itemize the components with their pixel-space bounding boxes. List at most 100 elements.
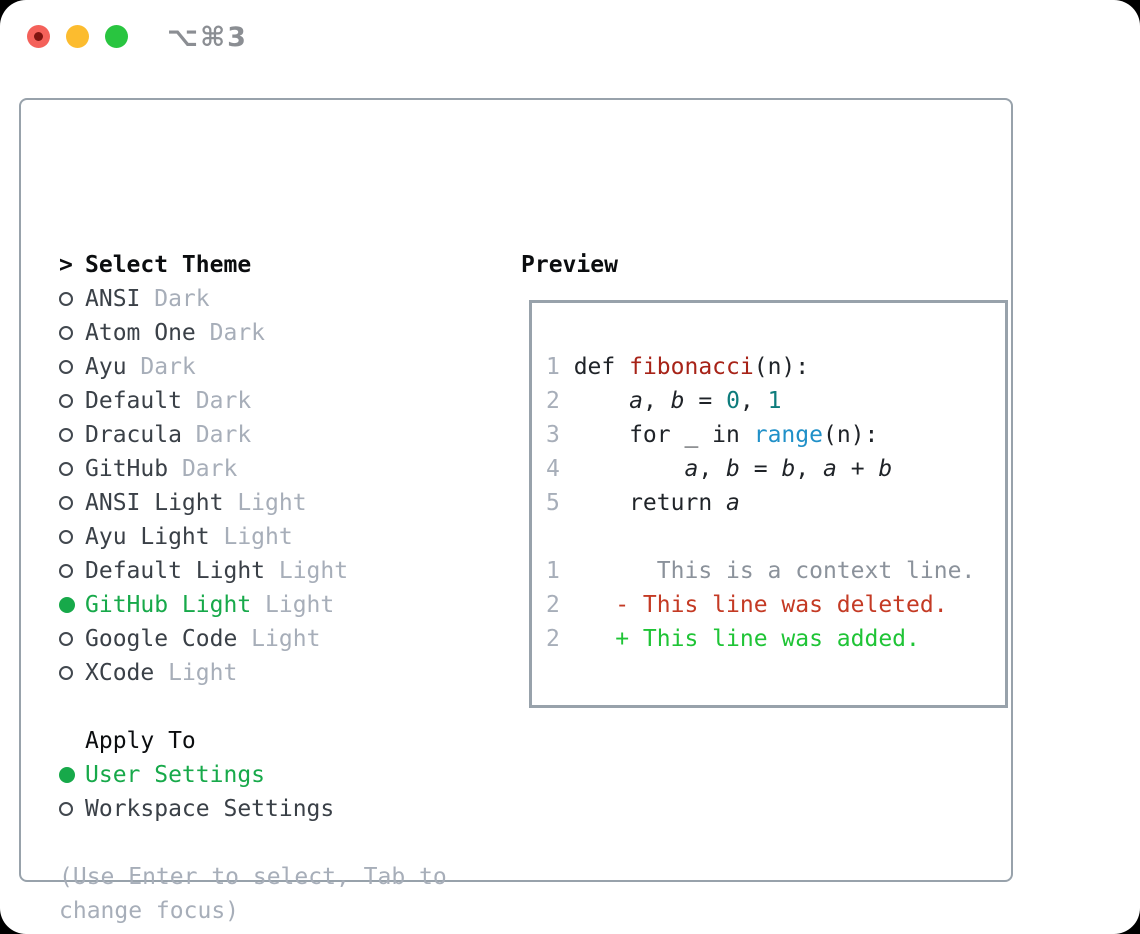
theme-option-atom-one[interactable]: Atom One Dark bbox=[59, 316, 447, 350]
code-line: 2 a, b = 0, 1 bbox=[546, 384, 975, 418]
radio-unselected-icon bbox=[59, 564, 85, 578]
line-number: 2 bbox=[546, 388, 560, 414]
radio-unselected-icon bbox=[59, 360, 85, 374]
theme-variant-tag: Light bbox=[209, 524, 293, 550]
code-token-plain bbox=[560, 456, 685, 482]
code-line bbox=[546, 316, 975, 350]
theme-option-ayu-light[interactable]: Ayu Light Light bbox=[59, 520, 447, 554]
select-theme-title: Select Theme bbox=[85, 252, 252, 278]
code-token-plain bbox=[560, 626, 615, 652]
apply-to-header: Apply To bbox=[59, 724, 447, 758]
code-token-plain: for _ in bbox=[559, 422, 754, 448]
option-label: ANSI bbox=[85, 286, 141, 312]
code-token-deleted: - This line was deleted. bbox=[615, 592, 948, 618]
help-text-line-2: change focus) bbox=[59, 898, 240, 924]
spacer bbox=[59, 826, 447, 860]
line-number: 1 bbox=[546, 558, 560, 584]
theme-variant-tag: Dark bbox=[181, 422, 252, 448]
option-label: GitHub Light bbox=[85, 592, 252, 618]
help-text-line-1: (Use Enter to select, Tab to bbox=[59, 864, 447, 890]
code-token-var: a bbox=[629, 388, 643, 414]
radio-unselected-icon bbox=[59, 632, 85, 646]
code-line: 1 def fibonacci(n): bbox=[546, 350, 975, 384]
close-button[interactable] bbox=[27, 25, 50, 48]
code-token-numlit: 0 bbox=[726, 388, 740, 414]
theme-variant-tag: Light bbox=[265, 558, 349, 584]
theme-option-github-light[interactable]: GitHub Light Light bbox=[59, 588, 447, 622]
theme-variant-tag: Dark bbox=[126, 354, 196, 380]
apply-to-title: Apply To bbox=[85, 728, 196, 754]
code-token-plain: = bbox=[739, 456, 782, 482]
code-line: 2 + This line was added. bbox=[546, 622, 975, 656]
code-token-var: b bbox=[878, 456, 893, 482]
option-label: XCode bbox=[85, 660, 155, 686]
code-token-numlit: 1 bbox=[767, 388, 782, 414]
outline-circle-icon bbox=[59, 632, 73, 646]
code-line: 3 for _ in range(n): bbox=[546, 418, 975, 452]
code-token-added: + This line was added. bbox=[615, 626, 920, 652]
code-token-var: b bbox=[726, 456, 740, 482]
code-token-var: a bbox=[684, 456, 699, 482]
line-number: 1 bbox=[546, 354, 560, 380]
zoom-button[interactable] bbox=[105, 25, 128, 48]
theme-option-default[interactable]: Default Dark bbox=[59, 384, 447, 418]
code-token-var: b bbox=[781, 456, 796, 482]
outline-circle-icon bbox=[59, 394, 73, 408]
radio-unselected-icon bbox=[59, 462, 85, 476]
prompt-icon: > bbox=[59, 252, 73, 278]
code-line: 2 - This line was deleted. bbox=[546, 588, 975, 622]
option-label: Default bbox=[85, 388, 182, 414]
option-label: ANSI Light bbox=[85, 490, 224, 516]
code-line bbox=[546, 520, 975, 554]
radio-unselected-icon bbox=[59, 496, 85, 510]
theme-variant-tag: Light bbox=[223, 490, 307, 516]
option-label: Atom One bbox=[85, 320, 196, 346]
radio-unselected-icon bbox=[59, 394, 85, 408]
theme-option-github[interactable]: GitHub Dark bbox=[59, 452, 447, 486]
theme-variant-tag: Dark bbox=[195, 320, 266, 346]
apply-option-user-settings[interactable]: User Settings bbox=[59, 758, 447, 792]
option-label: Google Code bbox=[85, 626, 238, 652]
theme-option-ansi-light[interactable]: ANSI Light Light bbox=[59, 486, 447, 520]
radio-unselected-icon bbox=[59, 326, 85, 340]
code-token-func: fibonacci bbox=[629, 354, 754, 380]
code-token-plain bbox=[560, 388, 629, 414]
theme-option-default-light[interactable]: Default Light Light bbox=[59, 554, 447, 588]
minimize-button[interactable] bbox=[66, 25, 89, 48]
option-label: Ayu Light bbox=[85, 524, 210, 550]
outline-circle-icon bbox=[59, 462, 73, 476]
theme-variant-tag: Dark bbox=[140, 286, 210, 312]
radio-unselected-icon bbox=[59, 530, 85, 544]
theme-option-dracula[interactable]: Dracula Dark bbox=[59, 418, 447, 452]
code-token-plain: return bbox=[559, 490, 727, 516]
code-token-plain bbox=[560, 592, 615, 618]
theme-variant-tag: Light bbox=[251, 592, 335, 618]
theme-option-ansi[interactable]: ANSI Dark bbox=[59, 282, 447, 316]
outline-circle-icon bbox=[59, 802, 73, 816]
outline-circle-icon bbox=[59, 666, 73, 680]
radio-selected-icon bbox=[59, 597, 85, 613]
outline-circle-icon bbox=[59, 326, 73, 340]
radio-unselected-icon bbox=[59, 666, 85, 680]
theme-option-ayu[interactable]: Ayu Dark bbox=[59, 350, 447, 384]
apply-option-workspace-settings[interactable]: Workspace Settings bbox=[59, 792, 447, 826]
theme-option-google-code[interactable]: Google Code Light bbox=[59, 622, 447, 656]
spacer bbox=[59, 690, 447, 724]
code-token-plain: , bbox=[698, 456, 727, 482]
radio-unselected-icon bbox=[59, 428, 85, 442]
option-label: Workspace Settings bbox=[85, 796, 335, 822]
theme-option-xcode[interactable]: XCode Light bbox=[59, 656, 447, 690]
code-token-plain: def bbox=[559, 354, 630, 380]
code-line: 5 return a bbox=[546, 486, 975, 520]
option-label: Dracula bbox=[85, 422, 182, 448]
code-token-context: This is a context line. bbox=[559, 558, 976, 584]
radio-unselected-icon bbox=[59, 292, 85, 306]
theme-variant-tag: Light bbox=[154, 660, 238, 686]
window-title: ⌥⌘3 bbox=[167, 22, 248, 53]
code-token-plain: (n): bbox=[753, 354, 810, 380]
code-token-var: a bbox=[823, 456, 837, 482]
line-number: 2 bbox=[546, 592, 560, 618]
